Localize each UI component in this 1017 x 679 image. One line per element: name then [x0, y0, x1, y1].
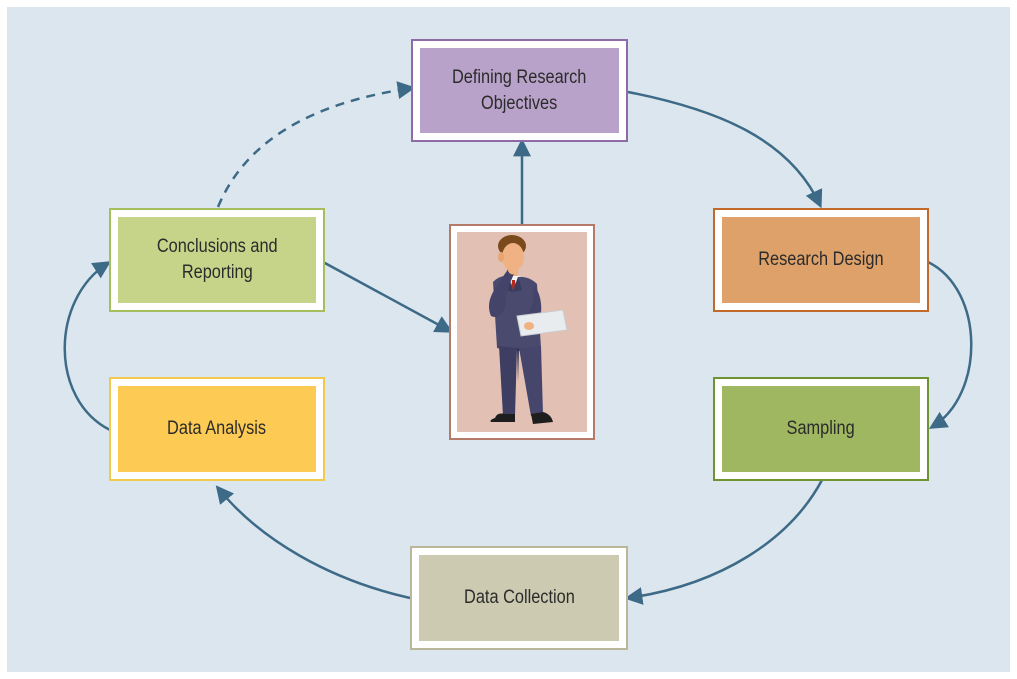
node-conclusions-and-reporting: Conclusions and Reporting [109, 208, 325, 312]
node-label: Defining Research Objectives [452, 66, 587, 114]
arrow-collection-to-analysis [215, 485, 411, 600]
node-label: Research Design [758, 249, 884, 270]
businessman-image [449, 224, 595, 440]
node-fill: Sampling [722, 386, 920, 472]
arrow-design-to-sampling [927, 260, 973, 429]
arrow-objectives-to-design [627, 90, 823, 209]
arrow-sampling-to-collection [624, 479, 824, 605]
arrow-analysis-to-conclusions [63, 261, 112, 432]
node-fill: Data Collection [419, 555, 619, 641]
node-data-analysis: Data Analysis [109, 377, 325, 481]
node-label: Data Analysis [167, 418, 267, 439]
businessman-image-background [457, 232, 587, 432]
node-fill: Defining Research Objectives [420, 48, 619, 133]
businessman-thinking-icon [489, 235, 568, 424]
node-data-collection: Data Collection [410, 546, 628, 650]
node-sampling: Sampling [713, 377, 929, 481]
node-label: Sampling [786, 418, 856, 439]
node-fill: Conclusions and Reporting [118, 217, 316, 303]
node-fill: Research Design [722, 217, 920, 303]
node-defining-research-objectives: Defining Research Objectives [411, 39, 628, 142]
arrow-conclusions-to-objectives [216, 81, 416, 208]
node-label: Conclusions and Reporting [156, 236, 278, 283]
arrow-conclusions-to-person [322, 260, 454, 333]
node-research-design: Research Design [713, 208, 929, 312]
node-label: Data Collection [463, 587, 575, 608]
node-fill: Data Analysis [118, 386, 316, 472]
